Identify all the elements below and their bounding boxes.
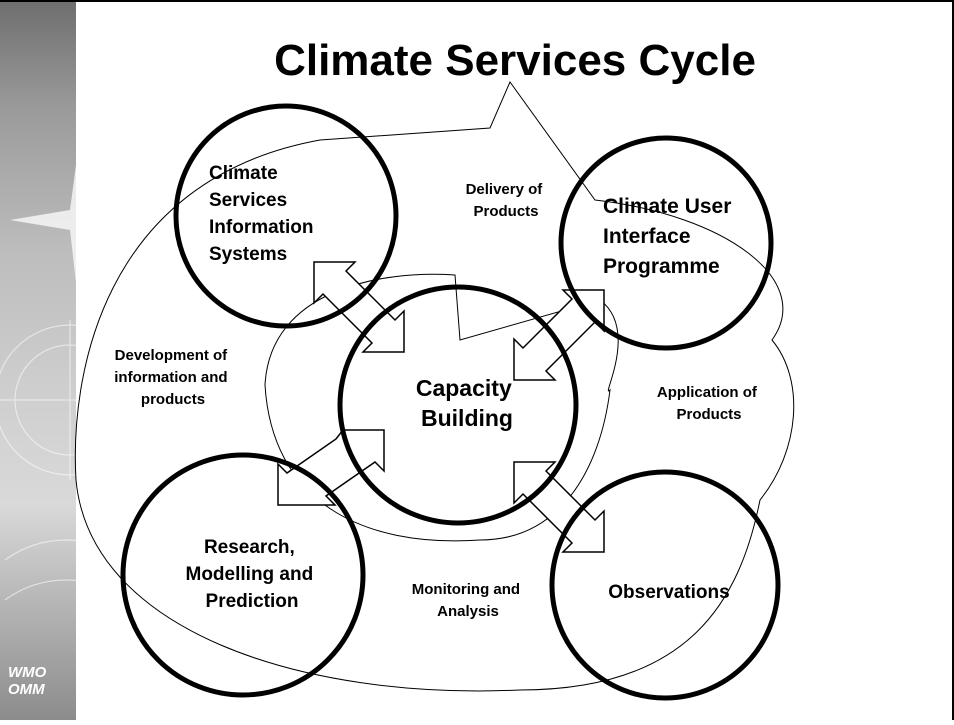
circle-research	[120, 452, 366, 698]
circle-capacity	[337, 284, 579, 526]
outer-cycle-arrow	[74, 80, 795, 692]
label-development: Development of information and products	[114, 347, 232, 408]
wmo-decorative-band: WMO OMM	[0, 0, 150, 720]
label-delivery: Delivery of Products	[466, 181, 547, 220]
label-csis: Climate Services Information Systems	[209, 163, 319, 265]
wmo-omm-logo: WMO OMM	[8, 664, 68, 698]
arrow-capacity-observations	[513, 461, 605, 553]
logo-line-wmo: WMO	[8, 664, 47, 681]
logo-line-omm: OMM	[8, 681, 45, 698]
circle-csis	[173, 103, 399, 329]
circle-observations	[549, 469, 781, 701]
label-research: Research, Modelling and Prediction	[186, 537, 319, 612]
label-application: Application of Products	[657, 384, 761, 423]
label-monitoring: Monitoring and Analysis	[412, 581, 524, 620]
slide-title: Climate Services Cycle	[274, 36, 756, 85]
arrow-csis-capacity	[313, 261, 405, 353]
label-observations: Observations	[608, 582, 729, 603]
arrow-research-capacity	[277, 429, 385, 506]
circle-cuip	[558, 135, 774, 351]
label-capacity: Capacity Building	[416, 375, 518, 431]
label-cuip: Climate User Interface Programme	[603, 195, 737, 278]
arrow-cuip-capacity	[513, 289, 605, 381]
